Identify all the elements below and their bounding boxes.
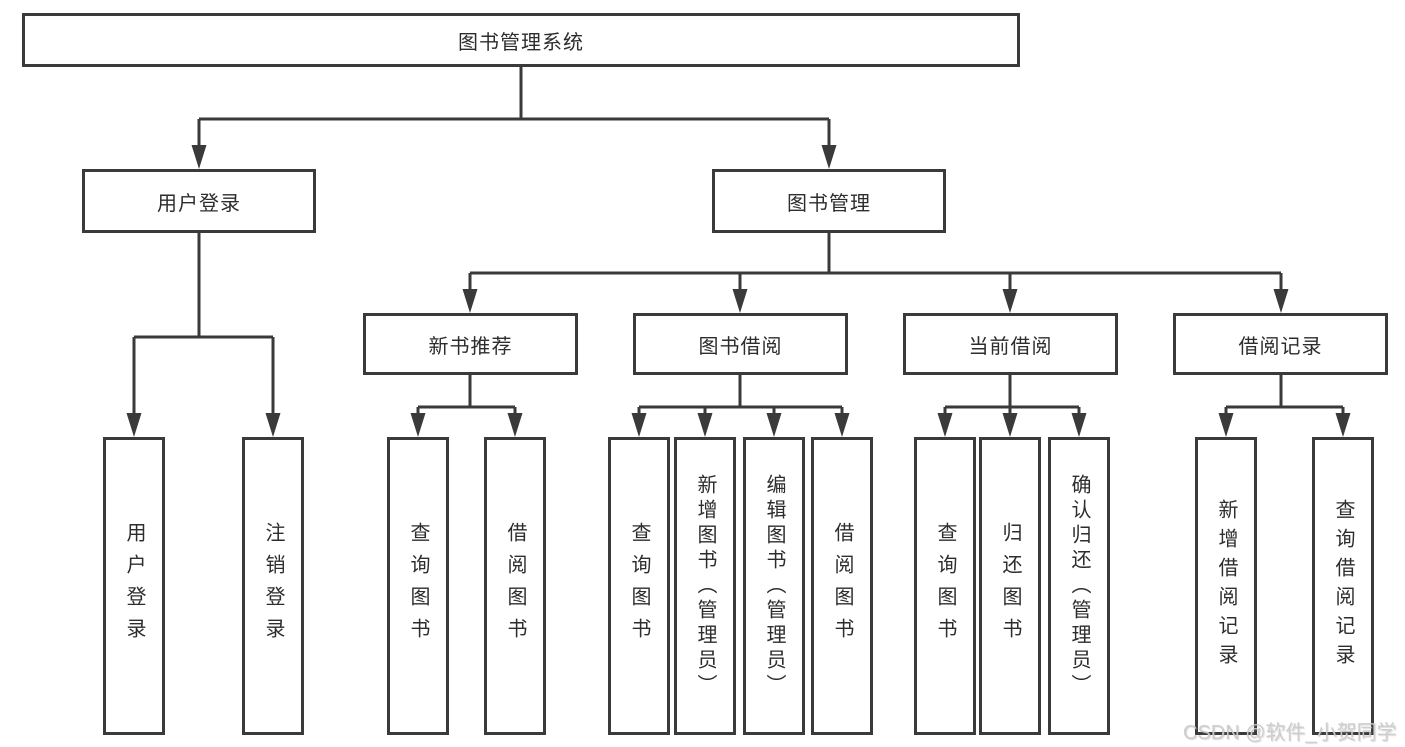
node-current-borrow: 当前借阅	[903, 313, 1118, 375]
leaf-edit-book-admin: 编辑图书（管理员）	[743, 437, 805, 735]
node-borrow-records: 借阅记录	[1173, 313, 1388, 375]
connector-bookborrow-to-leaves	[637, 375, 844, 416]
leaf-user-login: 用户登录	[103, 437, 165, 735]
node-book-borrow: 图书借阅	[633, 313, 848, 375]
leaf-query-books-recommend: 查询图书	[387, 437, 449, 735]
leaf-borrow-books-borrow: 借阅图书	[811, 437, 873, 735]
leaf-add-book-admin: 新增图书（管理员）	[674, 437, 736, 735]
node-root-system: 图书管理系统	[22, 13, 1020, 67]
leaf-query-borrow-record: 查询借阅记录	[1312, 437, 1374, 735]
connector-newbook-to-leaves	[416, 375, 517, 416]
connector-currentborrow-to-leaves	[943, 375, 1081, 416]
connector-root-to-level2	[197, 67, 831, 148]
connector-userlogin-to-leaves	[132, 233, 275, 416]
connector-paths	[132, 67, 1345, 416]
connector-records-to-leaves	[1224, 375, 1345, 416]
leaf-confirm-return-admin: 确认归还（管理员）	[1048, 437, 1110, 735]
node-user-login: 用户登录	[82, 169, 316, 233]
leaf-query-books-borrow: 查询图书	[608, 437, 670, 735]
leaf-return-book: 归还图书	[979, 437, 1041, 735]
connector-bookmgmt-to-level3	[468, 233, 1283, 292]
arrowheads	[126, 145, 1351, 437]
leaf-logout: 注销登录	[242, 437, 304, 735]
leaf-borrow-books-recommend: 借阅图书	[484, 437, 546, 735]
node-new-book-recommend: 新书推荐	[363, 313, 578, 375]
csdn-watermark: CSDN @软件_小贺同学	[1183, 722, 1397, 744]
node-book-management: 图书管理	[712, 169, 946, 233]
leaf-query-books-current: 查询图书	[914, 437, 976, 735]
leaf-add-borrow-record: 新增借阅记录	[1195, 437, 1257, 735]
